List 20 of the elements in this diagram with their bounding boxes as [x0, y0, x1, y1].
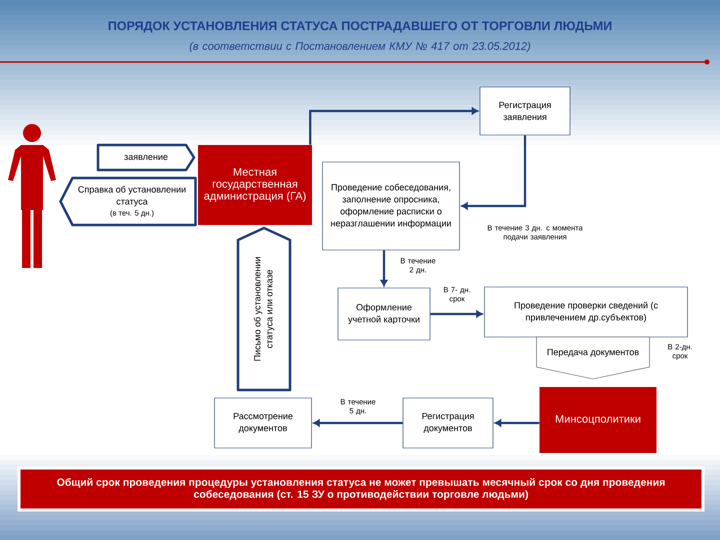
process-box: Регистрация заявления: [480, 86, 570, 136]
arrow: [461, 135, 526, 210]
authority-box: Местная государственная администрация (ГА): [198, 145, 312, 225]
arrow: [313, 419, 403, 427]
arrow-box: Передача документов: [536, 336, 650, 380]
process-box: Регистрация документов: [402, 398, 494, 448]
title: ПОРЯДОК УСТАНОВЛЕНИЯ СТАТУСА ПОСТРАДАВШЕГО ОТ ТОРГОВЛИ ЛЮДЬМИ: [108, 21, 612, 33]
process-box: Проведение собеседования, заполнение опросника, оформление расписки о неразглашении информации: [322, 162, 460, 250]
process-box: Оформление учетной карточки: [338, 288, 430, 340]
subtitle: (в соответствии с Постановлением КМУ № 417 от 23.05.2012): [190, 42, 530, 52]
process-box: Рассмотрение документов: [214, 398, 312, 448]
arrow-box: заявление: [96, 144, 196, 172]
ministry-box: Минсоцполитики: [540, 387, 656, 453]
person-figure: [8, 124, 56, 268]
note-banner: Общий срок проведения процедуры установления статуса не может превышать месячный срок со дня проведения собеседования (ст. 15 ЗУ о противодействии торговле людьми): [18, 466, 704, 512]
arrow: [494, 419, 540, 427]
arrow-box: Письмо об установлении статуса или отказе: [236, 226, 292, 392]
arrow: [380, 250, 388, 286]
arrow: [309, 107, 478, 145]
arrow: [430, 310, 483, 318]
